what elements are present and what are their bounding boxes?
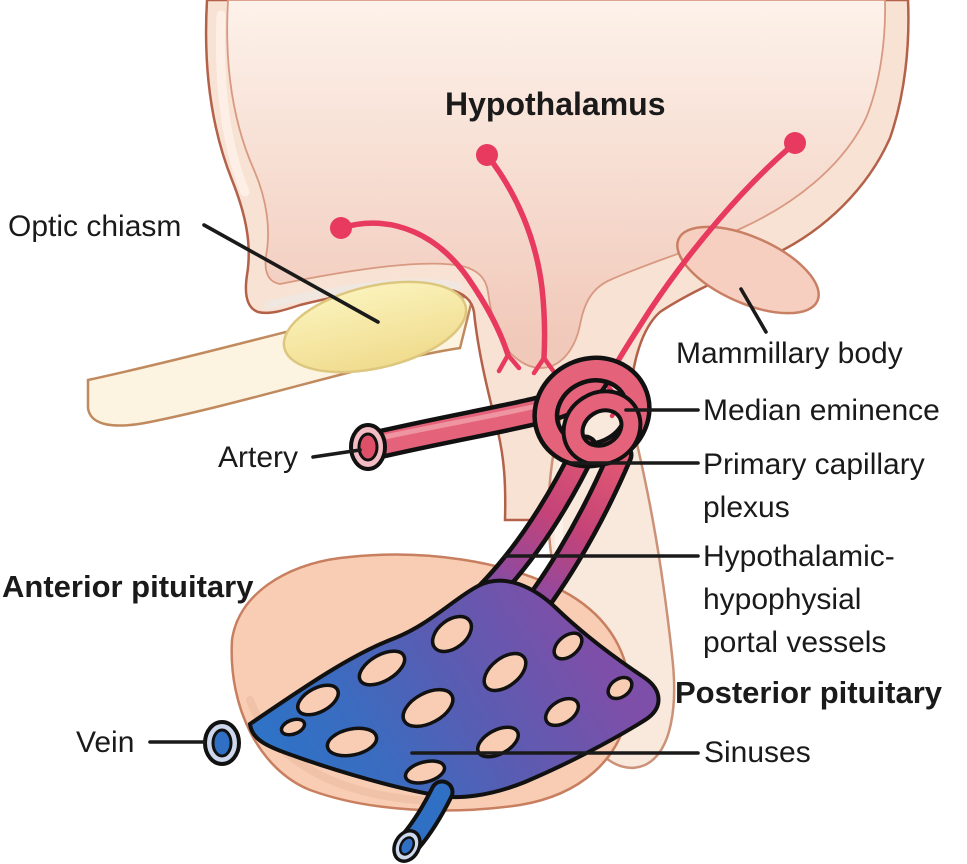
label-optic-chiasm: Optic chiasm bbox=[8, 210, 182, 243]
label-anterior-pituitary: Anterior pituitary bbox=[2, 569, 254, 604]
hypothalamus-body bbox=[204, 0, 910, 522]
optic-chiasm-shape bbox=[282, 280, 468, 374]
mammillary-body-shape bbox=[676, 225, 820, 315]
label-primary-capillary-plexus: Primary capillary plexus bbox=[703, 448, 925, 524]
figure-title: Hypothalamus bbox=[445, 86, 666, 122]
sinus-network bbox=[203, 578, 661, 863]
leader-lines bbox=[148, 223, 768, 755]
label-hypothalamic-hypophysial-portal-vessels: Hypothalamic-hypophysial portal vessels bbox=[703, 540, 895, 659]
artery-mouth bbox=[349, 423, 387, 471]
label-vein: Vein bbox=[76, 726, 135, 759]
artery-vessel bbox=[357, 357, 613, 461]
label-sinuses: Sinuses bbox=[704, 736, 811, 769]
label-median-eminence: Median eminence bbox=[703, 394, 940, 427]
primary-capillary-plexus-shape bbox=[532, 355, 652, 469]
label-posterior-pituitary: Posterior pituitary bbox=[675, 675, 942, 710]
label-mammillary-body: Mammillary body bbox=[676, 337, 903, 370]
label-artery: Artery bbox=[218, 441, 299, 474]
